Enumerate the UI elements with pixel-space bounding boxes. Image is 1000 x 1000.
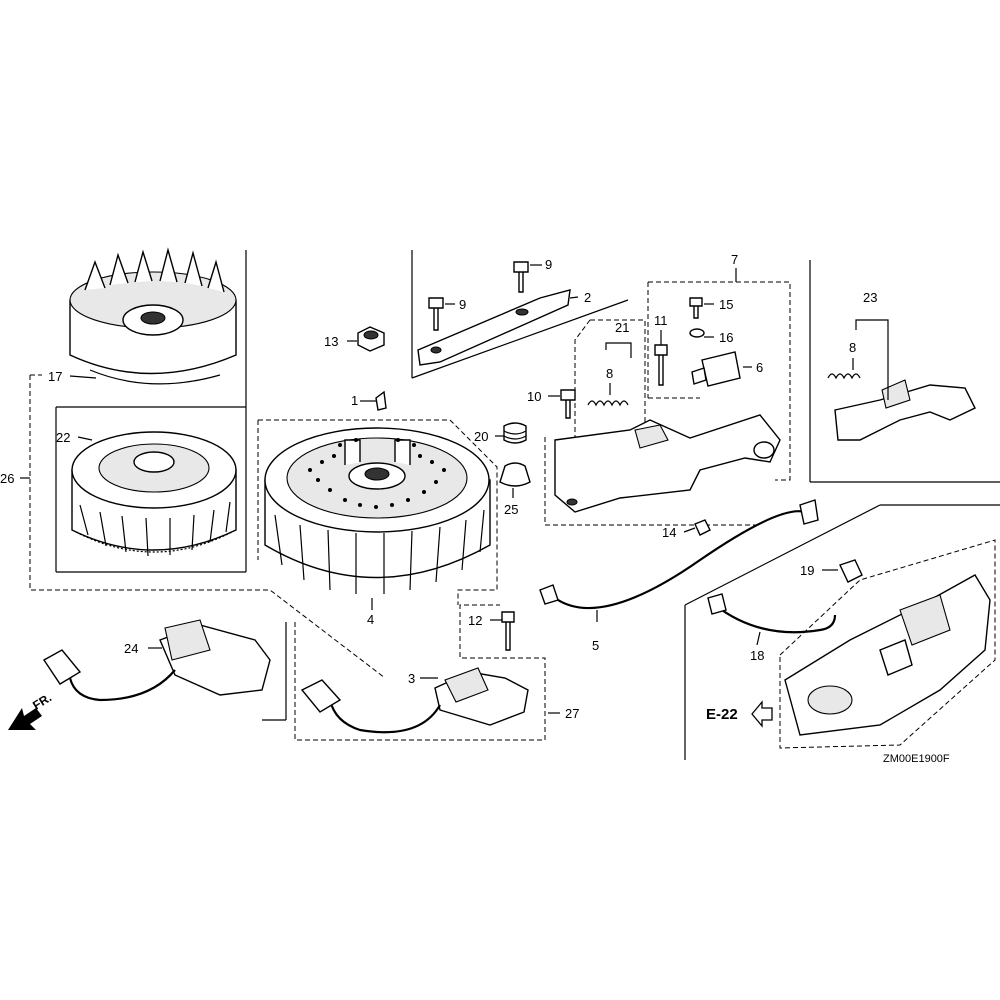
- ignition-coil-24: [42, 619, 271, 702]
- callout-2: 2: [584, 290, 591, 305]
- reference-label[interactable]: E-22: [706, 706, 738, 723]
- callout-9b: 9: [459, 297, 466, 312]
- bracket-23: [834, 379, 976, 441]
- callout-27: 27: [565, 706, 579, 721]
- flywheel-22: [71, 431, 237, 557]
- stop-wire-5: [539, 499, 819, 610]
- section-frames: [55, 250, 1000, 760]
- callout-10: 10: [527, 389, 541, 404]
- callout-26: 26: [0, 471, 14, 486]
- callout-3: 3: [408, 671, 415, 686]
- flywheel-4: [264, 427, 491, 594]
- flywheel-fan-17: [69, 247, 237, 385]
- callout-13: 13: [324, 334, 338, 349]
- callout-7: 7: [731, 252, 738, 267]
- plate-2: [417, 289, 571, 366]
- bracket-7: [554, 414, 781, 513]
- callout-labels: 1 2 3 4 5 6 7 8 8 9 9 10 11 12 13 14 15 …: [0, 252, 877, 721]
- hardware: [357, 261, 863, 651]
- callout-4: 4: [367, 612, 374, 627]
- switch-6: [691, 351, 741, 387]
- callout-1: 1: [351, 393, 358, 408]
- leader-lines: [20, 264, 889, 714]
- callout-17: 17: [48, 369, 62, 384]
- callout-15: 15: [719, 297, 733, 312]
- front-direction: FR.: [8, 690, 54, 730]
- ignition-coil-3: [300, 667, 529, 734]
- wire-18: [707, 593, 837, 634]
- callout-24: 24: [124, 641, 138, 656]
- callout-6: 6: [756, 360, 763, 375]
- reference-e22[interactable]: E-22: [706, 700, 773, 728]
- arrow-left-down-icon: [8, 708, 42, 730]
- engine-block: [784, 574, 991, 736]
- group-outlines: [29, 281, 996, 749]
- callout-25: 25: [504, 502, 518, 517]
- front-label: FR.: [30, 690, 54, 712]
- diagram-code: ZM00E1900F: [883, 753, 950, 765]
- callout-19: 19: [800, 563, 814, 578]
- callout-11: 11: [654, 313, 668, 328]
- callout-23: 23: [863, 290, 877, 305]
- callout-8a: 8: [606, 366, 613, 381]
- callout-16: 16: [719, 330, 733, 345]
- callout-9a: 9: [545, 257, 552, 272]
- callout-22: 22: [56, 430, 70, 445]
- callout-5: 5: [592, 638, 599, 653]
- callout-14: 14: [662, 525, 676, 540]
- callout-8b: 8: [849, 340, 856, 355]
- callout-21: 21: [615, 320, 629, 335]
- hollow-arrow-left-icon: [751, 700, 773, 728]
- callout-18: 18: [750, 648, 764, 663]
- callout-20: 20: [474, 429, 488, 444]
- callout-12: 12: [468, 613, 482, 628]
